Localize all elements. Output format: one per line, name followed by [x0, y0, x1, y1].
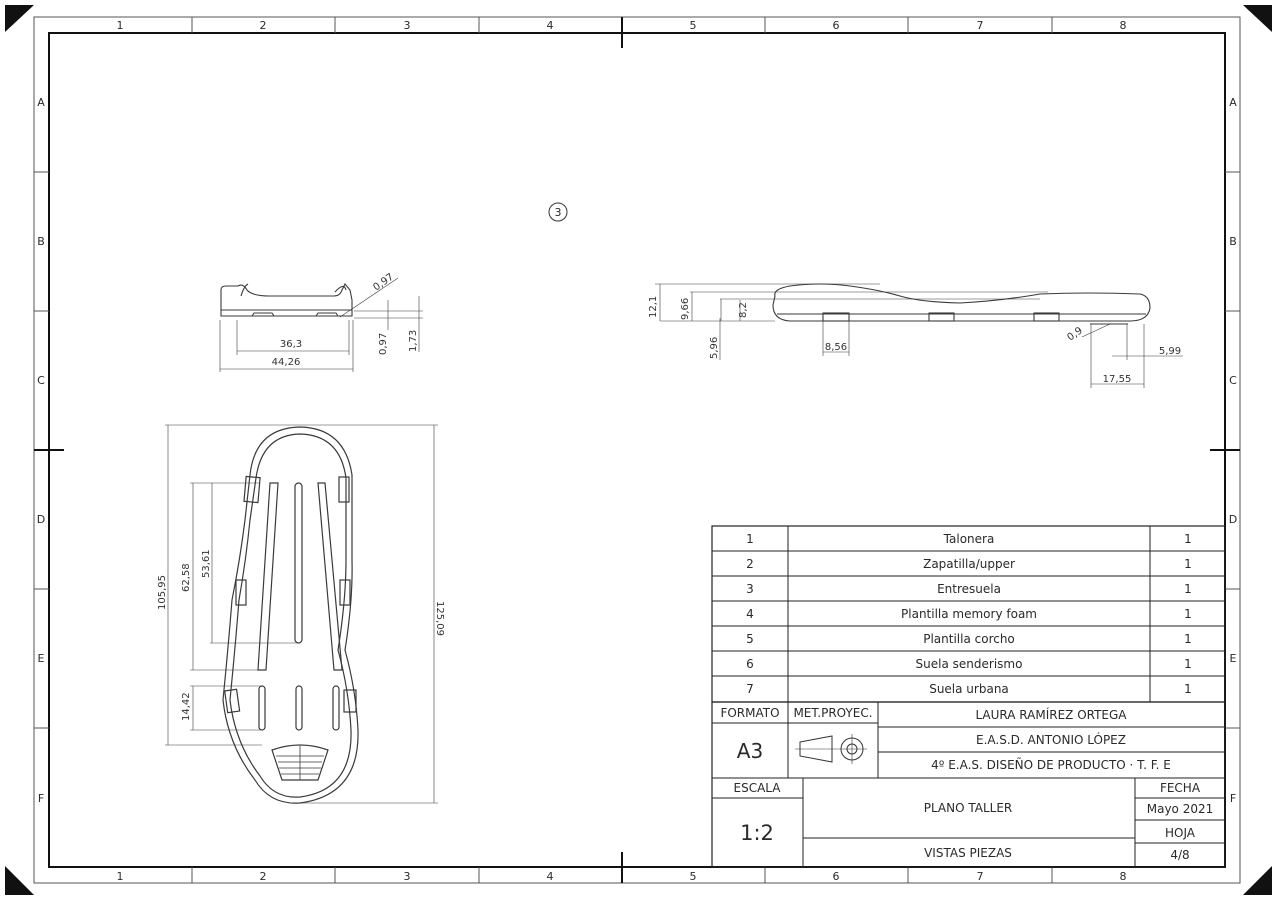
parts-row-qty: 1 [1184, 532, 1192, 546]
grid-col-label: 3 [404, 19, 411, 32]
school-name: E.A.S.D. ANTONIO LÓPEZ [976, 732, 1126, 747]
dim-top-l2: 62,58 [181, 563, 192, 592]
drawing-title: PLANO TALLER [924, 801, 1013, 815]
grid-col-label: 4 [547, 19, 554, 32]
metodo-label: MET.PROYEC. [793, 706, 872, 720]
hoja-label: HOJA [1165, 826, 1196, 840]
formato-label: FORMATO [720, 706, 779, 720]
fecha-label: FECHA [1160, 781, 1201, 795]
grid-col-label: 7 [977, 19, 984, 32]
parts-row-name: Plantilla memory foam [901, 607, 1037, 621]
dim-top-total: 125,09 [434, 601, 445, 636]
dim-side-h1: 12,1 [648, 296, 659, 318]
corner-mark-top-left [5, 5, 34, 32]
dim-side-t1: 0,9 [1065, 325, 1084, 343]
grid-row-label: E [38, 652, 45, 665]
dim-top-l3: 53,61 [201, 549, 212, 578]
dim-top-l4: 14,42 [181, 692, 192, 721]
parts-row-num: 4 [746, 607, 754, 621]
parts-row-qty: 1 [1184, 682, 1192, 696]
dim-side-w1: 8,56 [825, 342, 847, 353]
part-balloon-number: 3 [555, 206, 562, 219]
dim-top-l1: 105,95 [157, 575, 168, 610]
parts-list-table [711, 525, 1226, 703]
parts-row-num: 2 [746, 557, 754, 571]
grid-col-label: 6 [833, 19, 840, 32]
grid-col-label: 1 [117, 19, 124, 32]
parts-row-name: Suela urbana [929, 682, 1009, 696]
grid-col-label: 7 [977, 870, 984, 883]
grid-col-label: 6 [833, 870, 840, 883]
side-view [655, 283, 1183, 388]
parts-row-qty: 1 [1184, 582, 1192, 596]
grid-col-label: 2 [260, 19, 267, 32]
grid-row-label: D [1229, 513, 1237, 526]
grid-col-label: 3 [404, 870, 411, 883]
escala-label: ESCALA [734, 781, 782, 795]
dim-front-h1: 0,97 [378, 333, 389, 355]
dim-side-h2: 9,66 [680, 298, 691, 320]
dim-front-w2: 44,26 [272, 357, 301, 368]
grid-row-label: B [1229, 235, 1237, 248]
grid-row-label: F [38, 792, 44, 805]
parts-row-num: 1 [746, 532, 754, 546]
grid-row-label: A [1229, 96, 1237, 109]
grid-row-label: A [37, 96, 45, 109]
dim-side-w2: 5,99 [1159, 346, 1181, 357]
parts-row-name: Entresuela [937, 582, 1001, 596]
grid-row-label: B [37, 235, 45, 248]
parts-row-name: Talonera [943, 532, 995, 546]
dim-side-h3: 8,2 [738, 302, 749, 318]
first-angle-projection-icon [795, 734, 867, 764]
dim-front-angle: 0,97 [371, 272, 396, 294]
parts-row-name: Suela senderismo [916, 657, 1023, 671]
author-name: LAURA RAMÍREZ ORTEGA [975, 707, 1127, 722]
corner-mark-bottom-right [1243, 866, 1272, 895]
grid-row-label: C [1229, 374, 1237, 387]
dim-front-h2: 1,73 [408, 330, 419, 352]
parts-row-num: 3 [746, 582, 754, 596]
dim-side-w3: 17,55 [1103, 374, 1132, 385]
part-balloon [548, 202, 568, 222]
grid-col-label: 4 [547, 870, 554, 883]
parts-row-name: Plantilla corcho [923, 632, 1015, 646]
escala-value: 1:2 [740, 821, 774, 845]
centering-marks [34, 17, 1240, 883]
parts-row-qty: 1 [1184, 657, 1192, 671]
grid-col-label: 5 [690, 870, 697, 883]
parts-row-name: Zapatilla/upper [923, 557, 1015, 571]
grid-row-label: C [37, 374, 45, 387]
grid-col-label: 8 [1120, 870, 1127, 883]
grid-row-label: F [1230, 792, 1236, 805]
dim-front-w1: 36,3 [280, 339, 302, 350]
grid-ticks [34, 17, 1240, 883]
hoja-value: 4/8 [1170, 848, 1189, 862]
grid-row-label: E [1230, 652, 1237, 665]
parts-row-num: 6 [746, 657, 754, 671]
grid-row-label: D [37, 513, 45, 526]
front-view [219, 277, 423, 372]
title-block [711, 701, 1226, 868]
corner-mark-top-right [1243, 5, 1272, 32]
dim-side-h4: 5,96 [709, 337, 720, 359]
formato-value: A3 [737, 739, 763, 763]
parts-row-num: 5 [746, 632, 754, 646]
outer-frame [33, 16, 1241, 884]
grid-col-label: 1 [117, 870, 124, 883]
corner-mark-bottom-left [5, 866, 34, 895]
top-view [165, 424, 438, 804]
parts-row-qty: 1 [1184, 557, 1192, 571]
grid-col-label: 5 [690, 19, 697, 32]
fecha-value: Mayo 2021 [1147, 802, 1214, 816]
drawing-subtitle: VISTAS PIEZAS [924, 846, 1012, 860]
grid-col-label: 8 [1120, 19, 1127, 32]
course-name: 4º E.A.S. DISEÑO DE PRODUCTO · T. F. E [931, 757, 1171, 772]
parts-row-qty: 1 [1184, 632, 1192, 646]
grid-col-label: 2 [260, 870, 267, 883]
parts-row-qty: 1 [1184, 607, 1192, 621]
parts-row-num: 7 [746, 682, 754, 696]
